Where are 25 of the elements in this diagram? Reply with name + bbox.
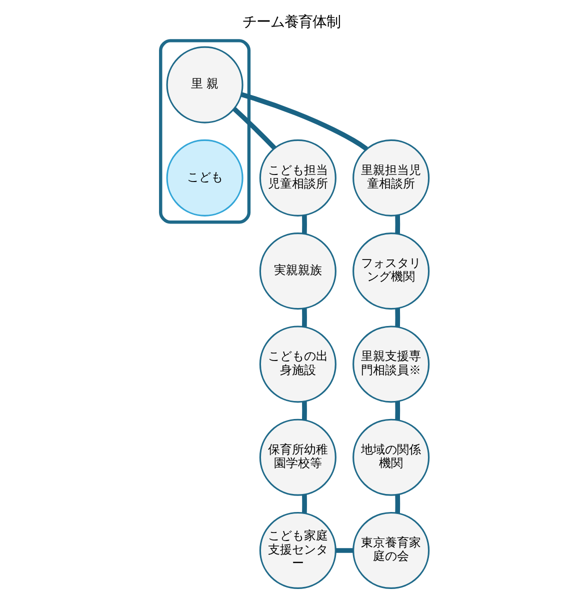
node-circle: フォスタリング機関 <box>352 232 430 310</box>
connector <box>395 215 400 234</box>
connector <box>395 494 400 514</box>
connector <box>302 494 307 514</box>
connector <box>232 106 276 150</box>
node-circle: 実親親族 <box>259 232 336 310</box>
connector <box>395 308 400 327</box>
connector <box>302 215 307 234</box>
node-circle: こども家庭支援センター <box>259 512 336 590</box>
connector <box>302 401 307 420</box>
diagram-title: チーム養育体制 <box>242 14 340 31</box>
node-circle: 地域の関係機関 <box>352 418 430 496</box>
connector <box>240 92 368 151</box>
node-circle: 里親支援専門相談員※ <box>352 326 430 403</box>
node-circle: 東京養育家庭の会 <box>352 512 430 590</box>
node-circle: こどもの出身施設 <box>259 326 336 403</box>
connector <box>302 308 307 327</box>
node-circle: こども <box>166 139 244 216</box>
node-circle: 里親担当児童相談所 <box>352 139 430 216</box>
connector <box>336 548 354 553</box>
node-circle: 保育所幼稚園学校等 <box>259 418 336 496</box>
node-circle: 里 親 <box>166 46 244 124</box>
connector <box>395 401 400 420</box>
node-circle: こども担当児童相談所 <box>259 139 336 216</box>
cluster <box>159 39 251 224</box>
